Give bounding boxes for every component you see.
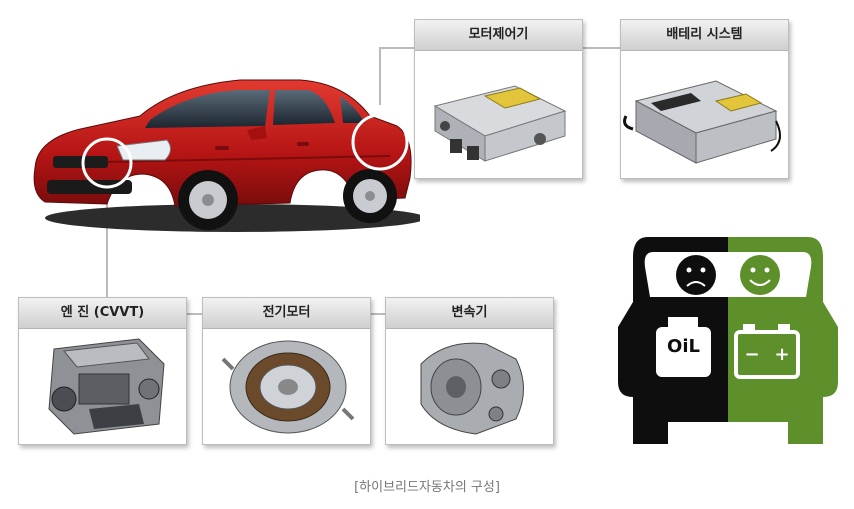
transmission-image [420, 342, 524, 435]
battery-system-card: 배테리 시스템 [620, 19, 789, 179]
motor-controller-card: 모터제어기 [414, 19, 583, 179]
electric-motor-label: 전기모터 [203, 298, 370, 329]
battery-minus-label: − [744, 344, 760, 365]
battery-system-image [623, 80, 781, 164]
motor-controller-label: 모터제어기 [415, 20, 582, 51]
electric-motor-image [221, 340, 355, 434]
battery-plus-label: + [774, 344, 790, 365]
hybrid-car-image [33, 79, 420, 232]
engine-image [48, 338, 165, 435]
engine-card: 엔 진 (CVVT) [18, 297, 187, 445]
figure-caption: [하이브리드자동차의 구성] [354, 480, 500, 495]
transmission-card: 변속기 [385, 297, 554, 445]
battery-system-label: 배테리 시스템 [621, 20, 788, 51]
electric-motor-card: 전기모터 [202, 297, 371, 445]
motor-controller-image [433, 85, 567, 162]
mascot-graphic [618, 237, 838, 444]
transmission-label: 변속기 [386, 298, 553, 329]
oil-vs-battery-mascot: OiL − + [618, 232, 838, 447]
oil-label: OiL [667, 336, 700, 357]
engine-label: 엔 진 (CVVT) [19, 298, 186, 329]
